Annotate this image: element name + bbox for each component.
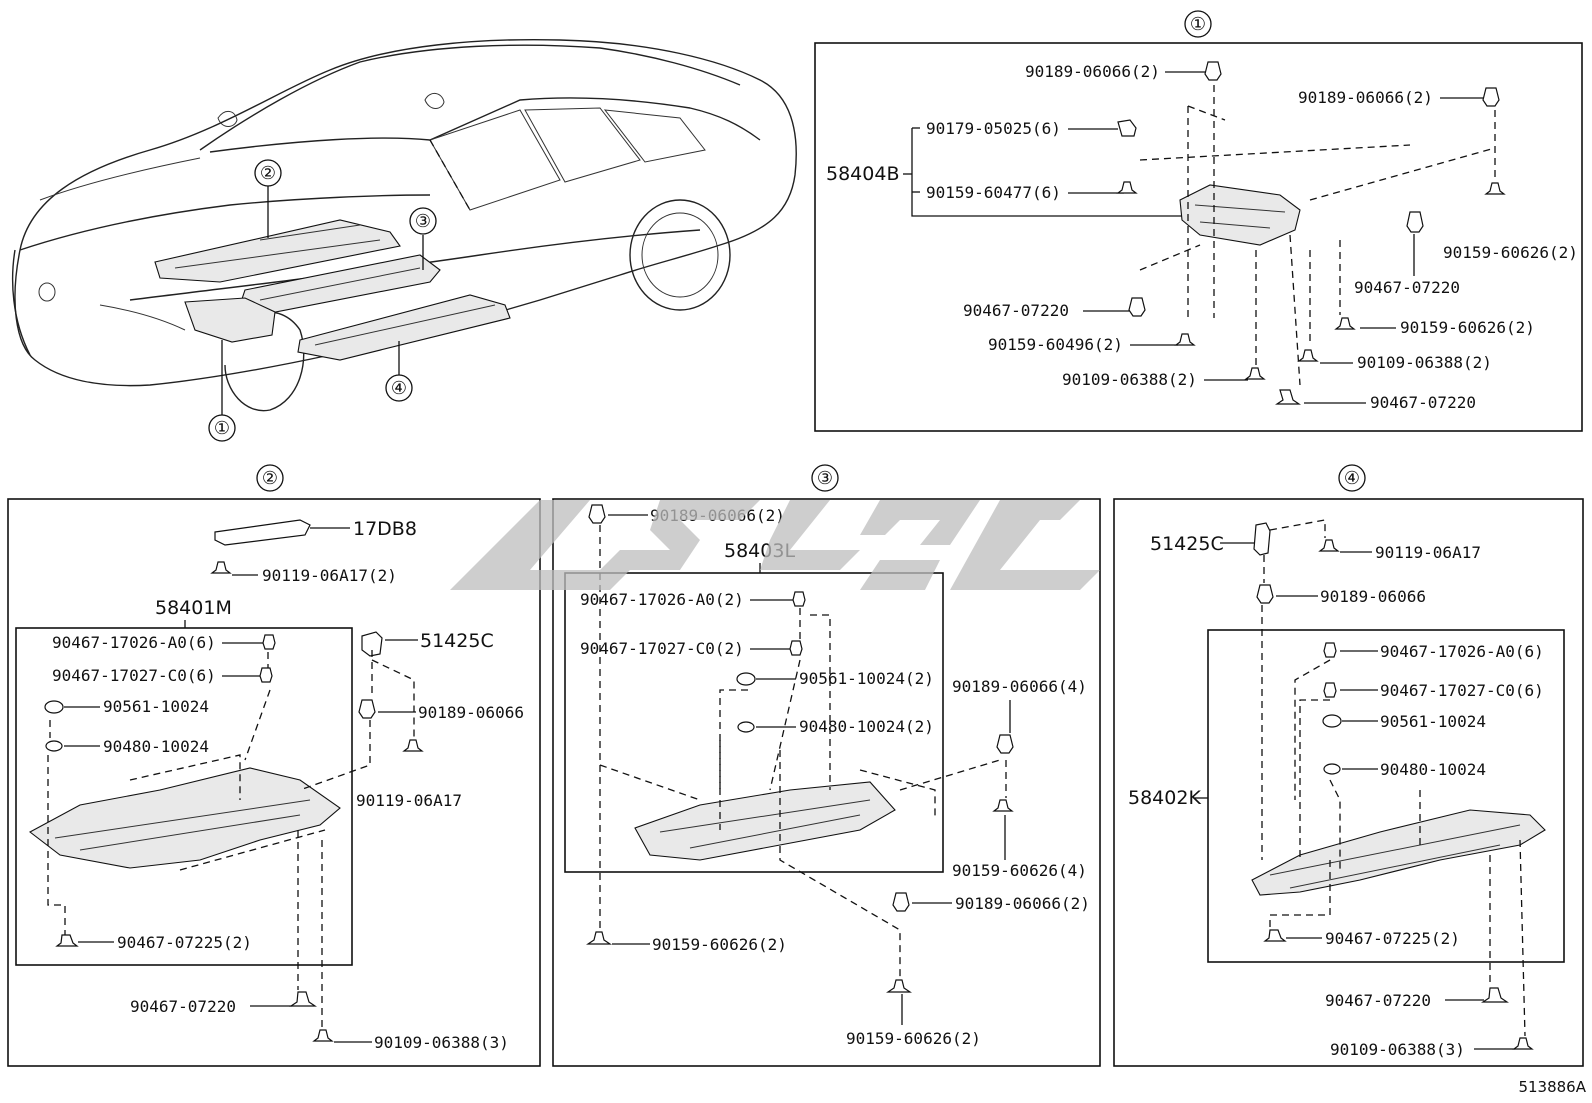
panel-3-number: ③ bbox=[817, 468, 833, 489]
panel-4-number: ④ bbox=[1344, 468, 1360, 489]
part-number-label: 90467-17027-C0(2) bbox=[580, 639, 744, 658]
part-number-label: 90467-17027-C0(6) bbox=[1380, 681, 1544, 700]
panel-2-number: ② bbox=[262, 468, 278, 489]
part-number-label: 90480-10024 bbox=[1380, 760, 1486, 779]
part-number-label: 90467-07225(2) bbox=[1325, 929, 1460, 948]
callout-1: ① bbox=[208, 414, 236, 442]
part-number-label: 90119-06A17(2) bbox=[262, 566, 397, 585]
part-number-label: 90467-07220 bbox=[963, 301, 1069, 320]
part-number-label: 90189-06066(2) bbox=[955, 894, 1090, 913]
part-number-label: 51425C bbox=[1150, 533, 1224, 555]
part-number-label: 90467-17026-A0(6) bbox=[1380, 642, 1544, 661]
part-number-label: 90467-17026-A0(2) bbox=[580, 590, 744, 609]
callout-3: ③ bbox=[409, 207, 437, 235]
part-number-label: 90467-07220 bbox=[1370, 393, 1476, 412]
part-number-label: 90119-06A17 bbox=[1375, 543, 1481, 562]
part-number-label: 17DB8 bbox=[353, 518, 417, 540]
part-number-label: 90480-10024 bbox=[103, 737, 209, 756]
panel-4: ④ 51425C 90119-06A17 90189-06066 58402K … bbox=[1113, 464, 1584, 1067]
part-number-label: 90109-06388(2) bbox=[1357, 353, 1492, 372]
callout-2: ② bbox=[254, 159, 282, 187]
part-number-label: 90119-06A17 bbox=[356, 791, 462, 810]
panel-1-number: ① bbox=[1190, 14, 1206, 35]
panel-4-assembly-label: 58402K bbox=[1128, 787, 1201, 809]
part-number-label: 90179-05025(6) bbox=[926, 119, 1061, 138]
panel-1-assembly-label: 58404B bbox=[826, 163, 899, 185]
part-number-label: 90467-07225(2) bbox=[117, 933, 252, 952]
part-number-label: 90189-06066(4) bbox=[952, 677, 1087, 696]
part-number-label: 90159-60477(6) bbox=[926, 183, 1061, 202]
panel-3-frame bbox=[552, 498, 1101, 1067]
diagram-code: 513886A bbox=[1518, 1078, 1586, 1096]
part-number-label: 90159-60626(2) bbox=[846, 1029, 981, 1048]
part-number-label: 90159-60626(2) bbox=[1400, 318, 1535, 337]
panel-2-inner-frame bbox=[15, 627, 353, 966]
panel-4-inner-frame bbox=[1207, 629, 1565, 963]
part-number-label: 51425C bbox=[420, 630, 494, 652]
svg-text:③: ③ bbox=[415, 211, 431, 232]
car-overview: ② ③ ④ ① bbox=[11, 38, 797, 442]
callout-4: ④ bbox=[385, 374, 413, 402]
panel-1: ① 58404B 90189-06066(2) 90189-06066(2) 9… bbox=[814, 10, 1583, 432]
svg-text:①: ① bbox=[214, 418, 230, 439]
svg-text:②: ② bbox=[260, 163, 276, 184]
part-number-label: 90189-06066 bbox=[418, 703, 524, 722]
part-number-label: 90159-60626(4) bbox=[952, 861, 1087, 880]
panel-2: ② 17DB8 90119-06A17(2) 58401M 90467-1702… bbox=[7, 464, 541, 1067]
part-number-label: 90189-06066 bbox=[1320, 587, 1426, 606]
watermark-logo bbox=[450, 500, 1100, 590]
part-number-label: 90467-07220 bbox=[1354, 278, 1460, 297]
part-number-label: 90109-06388(2) bbox=[1062, 370, 1197, 389]
panel-2-assembly-label: 58401M bbox=[155, 597, 232, 619]
panel-3: ③ 90189-06066(2) 58403L 90467-17026-A0(2… bbox=[552, 464, 1101, 1067]
svg-text:④: ④ bbox=[391, 378, 407, 399]
part-number-label: 90159-60626(2) bbox=[652, 935, 787, 954]
panel-3-inner-frame bbox=[564, 572, 944, 873]
part-number-label: 90467-17026-A0(6) bbox=[52, 633, 216, 652]
part-number-label: 90561-10024(2) bbox=[799, 669, 934, 688]
part-number-label: 90159-60626(2) bbox=[1443, 243, 1578, 262]
panel-4-frame bbox=[1113, 498, 1584, 1067]
panel-2-frame bbox=[7, 498, 541, 1067]
part-number-label: 90467-07220 bbox=[130, 997, 236, 1016]
part-number-label: 90189-06066(2) bbox=[1298, 88, 1433, 107]
panel-1-frame bbox=[814, 42, 1583, 432]
part-number-label: 90159-60496(2) bbox=[988, 335, 1123, 354]
part-number-label: 90561-10024 bbox=[103, 697, 209, 716]
part-number-label: 90109-06388(3) bbox=[1330, 1040, 1465, 1059]
part-number-label: 90480-10024(2) bbox=[799, 717, 934, 736]
part-number-label: 90561-10024 bbox=[1380, 712, 1486, 731]
part-number-label: 90467-07220 bbox=[1325, 991, 1431, 1010]
part-number-label: 90109-06388(3) bbox=[374, 1033, 509, 1052]
part-number-label: 90189-06066(2) bbox=[1025, 62, 1160, 81]
part-number-label: 90467-17027-C0(6) bbox=[52, 666, 216, 685]
